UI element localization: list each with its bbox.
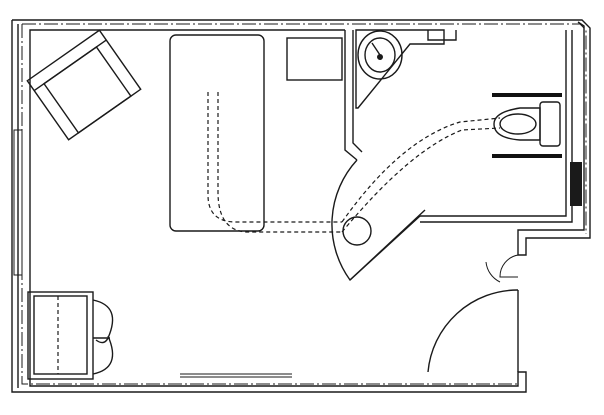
bed bbox=[169, 34, 265, 232]
exterior-walls bbox=[11, 19, 591, 393]
armchair bbox=[26, 29, 142, 141]
bathroom-door[interactable] bbox=[331, 159, 426, 282]
bathroom-walls bbox=[344, 30, 573, 223]
window-left bbox=[13, 129, 23, 276]
entry-door[interactable] bbox=[427, 254, 519, 373]
sink bbox=[355, 29, 457, 109]
wardrobe bbox=[27, 291, 114, 380]
ceiling-lift-track bbox=[207, 92, 501, 246]
grab-bars bbox=[492, 93, 582, 206]
toilet bbox=[493, 101, 561, 147]
heater bbox=[180, 373, 292, 378]
nightstand bbox=[286, 37, 343, 81]
